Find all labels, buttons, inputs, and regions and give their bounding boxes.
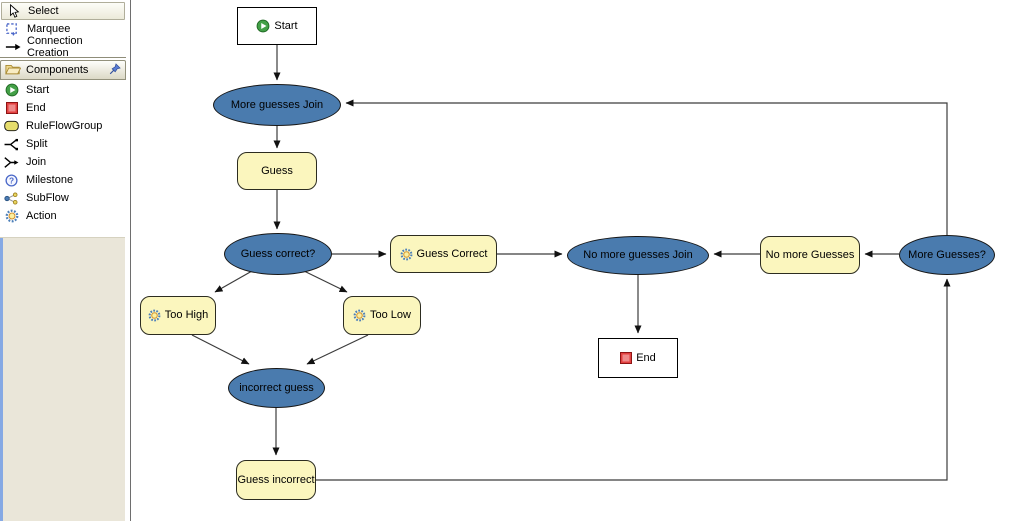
palette-item-label: Join	[26, 156, 47, 168]
end-icon	[3, 102, 20, 114]
svg-text:?: ?	[9, 175, 14, 185]
palette-tool-connection-creation[interactable]: Connection Creation	[1, 35, 125, 59]
palette-item-label: RuleFlowGroup	[26, 120, 103, 132]
palette-item-label: Milestone	[26, 174, 74, 186]
node-label: incorrect guess	[239, 381, 314, 394]
node-label: No more guesses Join	[583, 249, 693, 261]
marquee-icon	[4, 22, 21, 36]
subflow-icon	[3, 192, 20, 205]
palette-component-split[interactable]: Split	[0, 135, 126, 153]
node-no-more-guesses[interactable]: No more Guesses	[760, 236, 860, 274]
milestone-icon: ?	[3, 173, 20, 187]
node-guess-incorrect[interactable]: Guess incorrect	[236, 460, 316, 500]
palette-tool-marquee[interactable]: Marquee	[1, 20, 125, 38]
palette-component-start[interactable]: Start	[0, 81, 126, 99]
node-label: Start	[274, 19, 298, 32]
node-label: More Guesses?	[908, 248, 986, 261]
node-more-guesses-join[interactable]: More guesses Join	[213, 84, 341, 126]
node-label: End	[636, 351, 656, 364]
palette-item-label: Start	[26, 84, 50, 96]
palette-empty-area	[0, 237, 125, 521]
components-drawer-label: Components	[26, 64, 89, 76]
start-icon	[256, 19, 270, 33]
node-label: Too Low	[370, 309, 411, 321]
connection-moresplit-to-morejoin[interactable]	[345, 99, 948, 235]
connection-toolow-to-incorrect[interactable]	[306, 334, 369, 365]
node-guess[interactable]: Guess	[237, 152, 317, 190]
action-icon	[3, 209, 20, 223]
node-label: More guesses Join	[230, 98, 324, 111]
palette-item-label: Marquee	[27, 23, 71, 35]
end-icon	[620, 352, 633, 364]
node-too-high[interactable]: Too High	[140, 296, 216, 335]
palette-component-action[interactable]: Action	[0, 207, 126, 225]
palette-left-strip	[0, 238, 3, 521]
palette-gap	[126, 0, 130, 521]
palette-item-label: Connection Creation	[27, 35, 83, 59]
palette-component-join[interactable]: Join	[0, 153, 126, 171]
node-no-more-guesses-join[interactable]: No more guesses Join	[567, 236, 709, 275]
pin-icon[interactable]	[109, 62, 121, 78]
node-end[interactable]: End	[598, 338, 678, 378]
connection-icon	[4, 42, 21, 52]
node-label: Guess Correct	[416, 247, 488, 260]
node-label: Guess	[261, 164, 293, 177]
palette-item-label: Split	[26, 138, 48, 150]
start-icon	[3, 83, 20, 97]
palette-component-subflow[interactable]: SubFlow	[0, 189, 126, 207]
ruleflowgroup-icon	[3, 120, 20, 132]
palette-item-label: End	[26, 102, 46, 114]
select-icon	[5, 4, 22, 18]
node-too-low[interactable]: Too Low	[343, 296, 421, 335]
node-label: Guess incorrect	[237, 473, 315, 486]
connection-split-to-toohigh[interactable]	[214, 270, 253, 293]
palette-component-milestone[interactable]: ? Milestone	[0, 171, 126, 189]
palette-component-ruleflowgroup[interactable]: RuleFlowGroup	[0, 117, 126, 135]
node-guess-correct-action[interactable]: Guess Correct	[390, 235, 497, 273]
node-label: Too High	[164, 309, 209, 321]
palette-component-end[interactable]: End	[0, 99, 126, 117]
connection-toohigh-to-incorrect[interactable]	[191, 334, 250, 365]
folder-icon	[5, 62, 22, 78]
palette-item-label: Action	[26, 210, 57, 222]
node-label: Guess correct?	[240, 247, 316, 260]
palette-item-label: SubFlow	[26, 192, 69, 204]
palette-canvas-divider[interactable]	[130, 0, 131, 521]
node-incorrect-guess-join[interactable]: incorrect guess	[228, 368, 325, 408]
connection-split-to-toolow[interactable]	[303, 270, 348, 293]
join-icon	[3, 156, 20, 169]
gear-icon	[148, 309, 161, 322]
node-guess-correct-split[interactable]: Guess correct?	[224, 233, 332, 275]
gear-icon	[400, 248, 413, 261]
gear-icon	[353, 309, 366, 322]
palette-tool-select[interactable]: Select	[1, 2, 125, 20]
node-label: No more Guesses	[765, 248, 855, 261]
node-start[interactable]: Start	[237, 7, 317, 45]
node-more-guesses-split[interactable]: More Guesses?	[899, 235, 995, 275]
components-drawer-header[interactable]: Components	[0, 60, 126, 80]
split-icon	[3, 138, 20, 151]
palette-item-label: Select	[28, 5, 59, 17]
connection-guessincorrect-to-moresplit[interactable]	[316, 278, 951, 481]
